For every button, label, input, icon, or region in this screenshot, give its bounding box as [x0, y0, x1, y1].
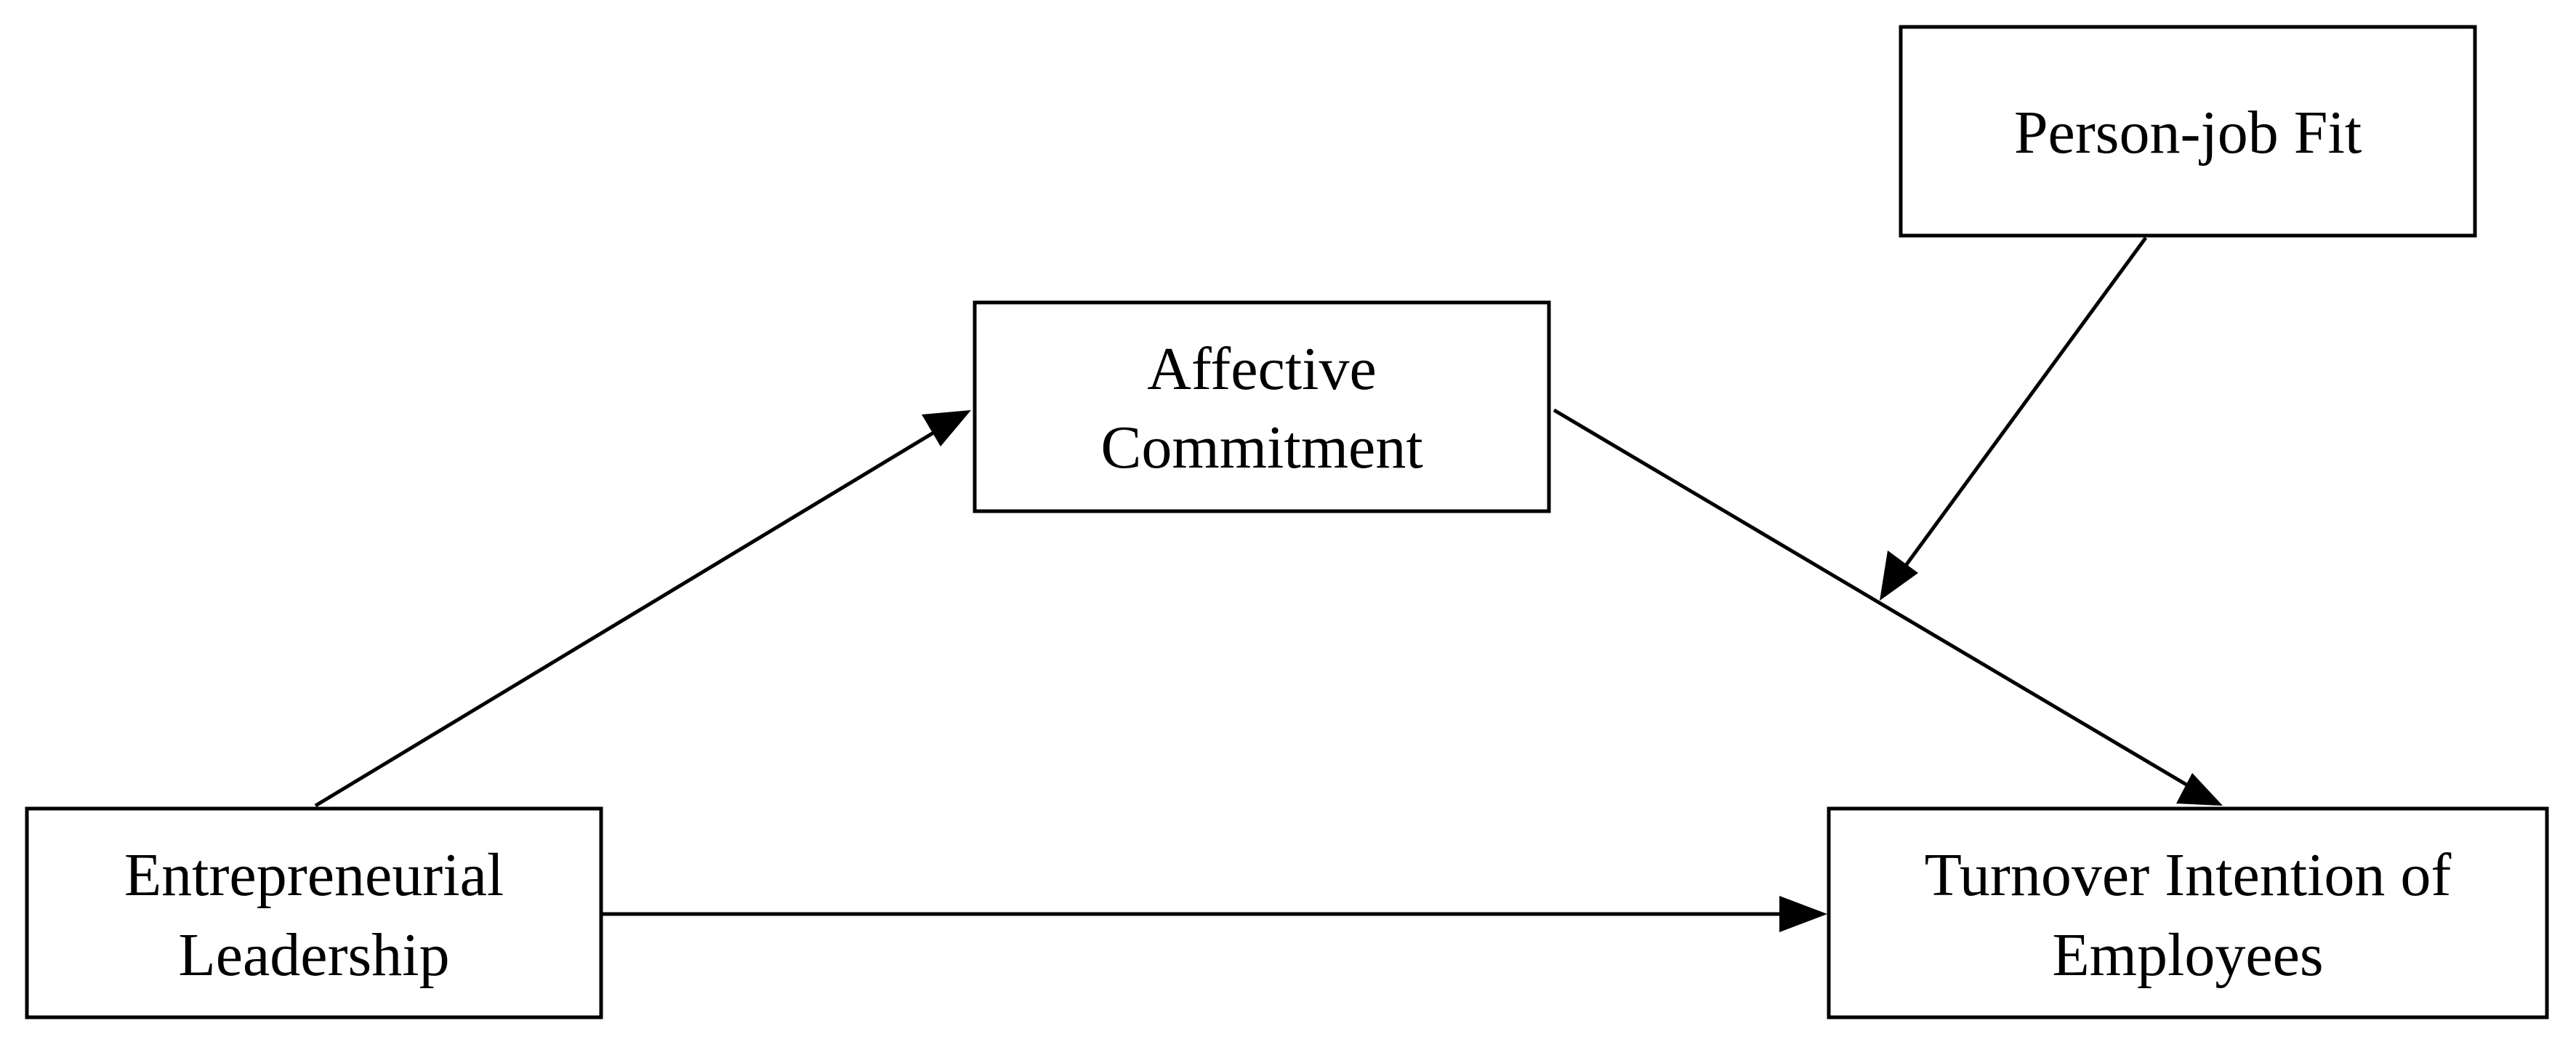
edge-commitment-to-turnover	[1553, 408, 2195, 791]
edge-leadership-to-commitment	[314, 425, 943, 808]
node-label-person-job-fit: Person-job Fit	[2014, 99, 2362, 167]
arrowhead-leadership-to-commitment	[922, 410, 971, 446]
edge-fit-moderation	[1901, 236, 2148, 571]
node-entrepreneurial-leadership: Entrepreneurial Leadership	[25, 806, 603, 1019]
node-box-person-job-fit	[1899, 25, 2477, 238]
arrowhead-leadership-to-turnover	[1779, 896, 1827, 932]
node-box-affective-commitment	[973, 300, 1551, 513]
node-label-entrepreneurial-leadership-line1: Entrepreneurial	[124, 841, 504, 909]
edges	[314, 236, 2223, 932]
node-label-turnover-intention-line1: Turnover Intention of	[1925, 841, 2452, 909]
node-box-turnover-intention	[1827, 806, 2549, 1019]
arrowhead-fit-moderation	[1880, 550, 1918, 601]
node-label-turnover-intention-line2: Employees	[2052, 921, 2323, 989]
node-person-job-fit: Person-job Fit	[1899, 25, 2477, 238]
node-label-affective-commitment-line2: Commitment	[1100, 414, 1422, 481]
node-affective-commitment: Affective Commitment	[973, 300, 1551, 513]
node-box-entrepreneurial-leadership	[25, 806, 603, 1019]
node-turnover-intention: Turnover Intention of Employees	[1827, 806, 2549, 1019]
node-label-entrepreneurial-leadership-line2: Leadership	[178, 921, 449, 989]
node-label-affective-commitment-line1: Affective	[1147, 335, 1377, 403]
arrowhead-commitment-to-turnover	[2176, 773, 2223, 806]
